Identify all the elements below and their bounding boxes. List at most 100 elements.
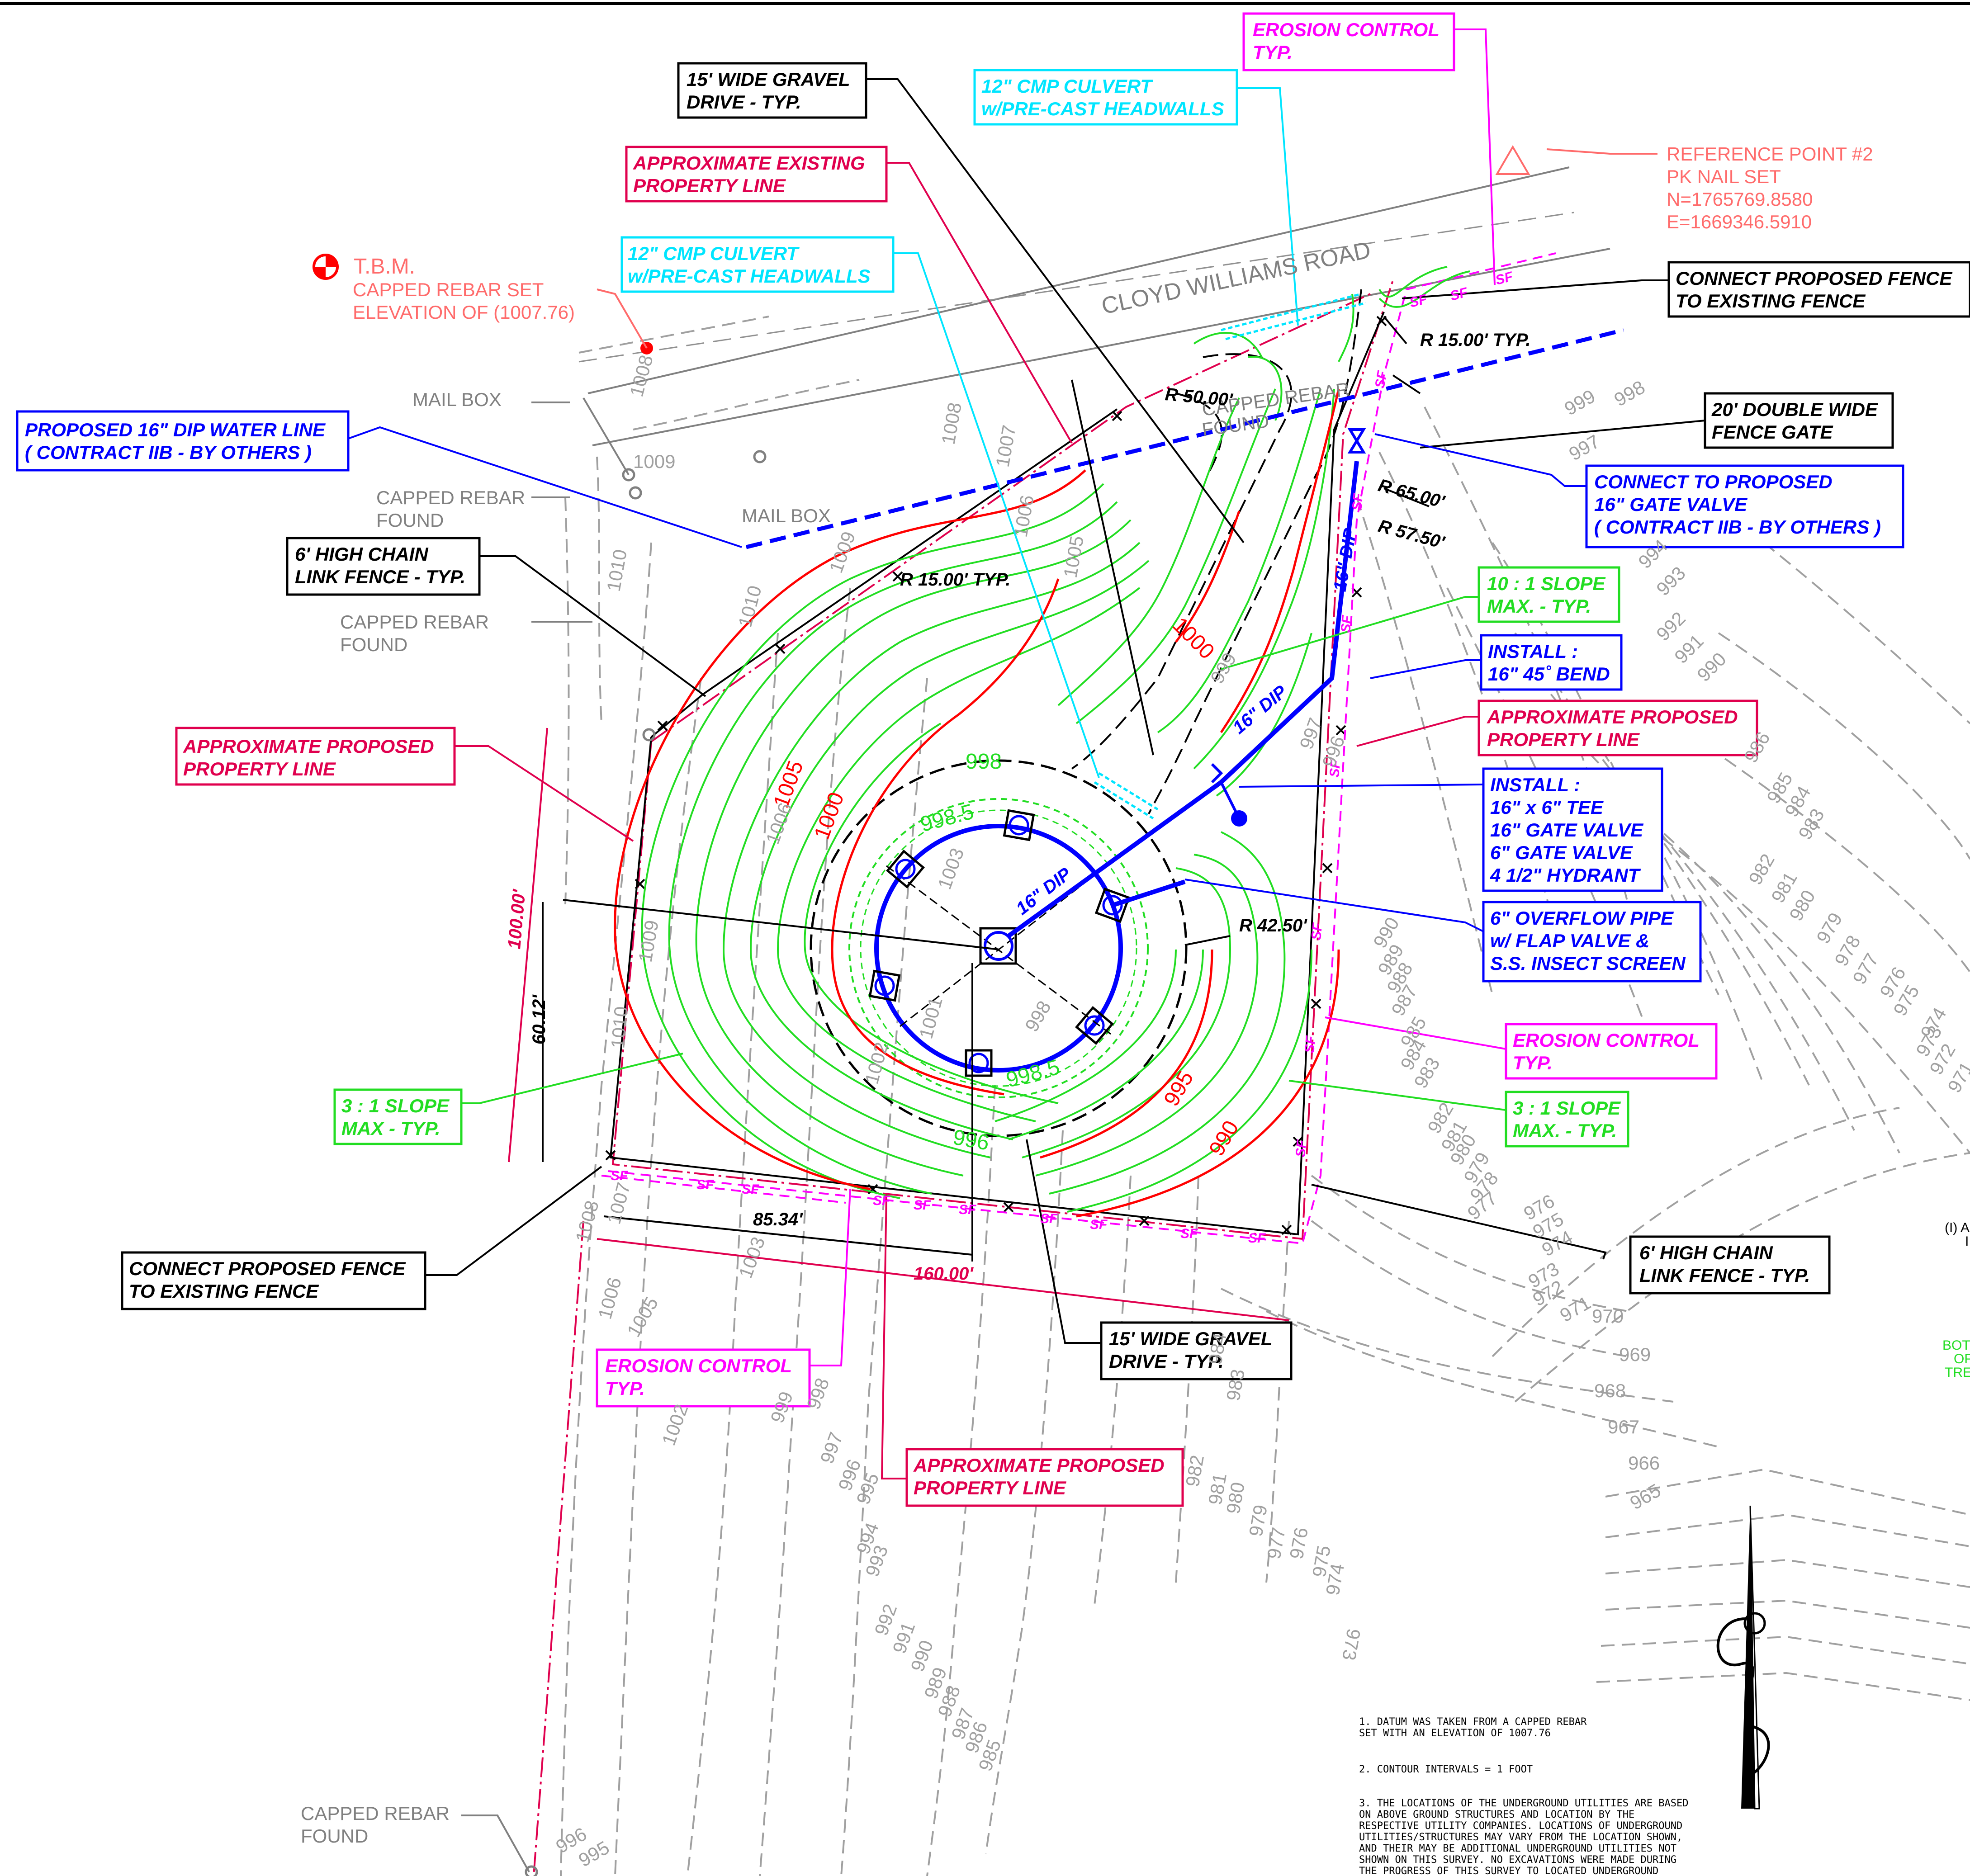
dim-60: 60.12' — [529, 994, 549, 1044]
erosion-top-l2: TYP. — [1253, 42, 1293, 63]
contour-label: 968 — [1594, 1380, 1626, 1401]
dim-160: 160.00' — [914, 1264, 974, 1284]
overflow-l1: 6" OVERFLOW PIPE — [1490, 907, 1674, 929]
ref-point-north: N=1765769.8580 — [1667, 189, 1813, 210]
note-3-line-7: THE PROGRESS OF THIS SURVEY TO LOCATED U… — [1359, 1866, 1658, 1876]
existing-prop-line-l1: APPROXIMATE EXISTING — [633, 152, 865, 174]
overflow-l2: w/ FLAP VALVE & — [1490, 930, 1649, 951]
chain-fence-left-l2: LINK FENCE - TYP. — [295, 566, 465, 587]
water-line-l1: PROPOSED 16" DIP WATER LINE — [25, 419, 326, 440]
contour-label: 998 — [966, 750, 1002, 774]
slope-3-right-l2: MAX. - TYP. — [1513, 1120, 1617, 1141]
chain-fence-right-l1: 6' HIGH CHAIN — [1639, 1242, 1773, 1263]
tee-l2: 16" x 6" TEE — [1490, 797, 1604, 818]
note-3-line-6: SHOWN ON THIS SURVEY. NO EXCAVATIONS WER… — [1359, 1854, 1676, 1866]
erosion-bottom-l2: TYP. — [605, 1378, 645, 1399]
dim-r57: R 57.50' — [1376, 516, 1447, 553]
prop-line-right-l1: APPROXIMATE PROPOSED — [1487, 706, 1738, 728]
contour-label: 997 — [1565, 430, 1603, 465]
dim-r15-top: R 15.00' TYP. — [1420, 330, 1530, 350]
capped-rebar-label-2b: FOUND — [340, 634, 407, 655]
survey-markers — [313, 145, 1530, 1876]
contour-label: 1010 — [607, 1006, 632, 1049]
slope-10-l1: 10 : 1 SLOPE — [1487, 573, 1606, 594]
tee-l4: 6" GATE VALVE — [1490, 842, 1634, 863]
edge-text: (I) A I BOTT OF TREN — [1942, 1220, 1970, 1380]
contour-label: 1008 — [938, 401, 966, 446]
proposed-contours-green — [641, 266, 1470, 1213]
gravel-drive-bottom-l1: 15' WIDE GRAVEL — [1109, 1328, 1273, 1349]
contour-label: 965 — [1626, 1479, 1664, 1514]
existing-prop-line-l2: PROPERTY LINE — [633, 175, 786, 196]
sf-tag: SF — [696, 1177, 714, 1192]
contour-998-5-ring — [848, 798, 1149, 1098]
contour-label: 998 — [1021, 997, 1055, 1035]
contour-label: 1002 — [658, 1401, 692, 1448]
road-and-survey-text: CLOYD WILLIAMS ROAD MAIL BOX MAIL BOX CA… — [301, 237, 1373, 1847]
benchmark-text: T.B.M. CAPPED REBAR SET ELEVATION OF (10… — [353, 143, 1873, 323]
contour-label: 1007 — [992, 423, 1020, 468]
bend-l1: INSTALL : — [1488, 641, 1578, 662]
prop-line-left-l1: APPROXIMATE PROPOSED — [183, 736, 434, 757]
tee-l3: 16" GATE VALVE — [1490, 819, 1644, 841]
ref-point-line-2: PK NAIL SET — [1667, 166, 1781, 187]
sf-tag: SF — [1293, 1139, 1309, 1158]
existing-contours — [560, 316, 1970, 1876]
callout-text: 15' WIDE GRAVEL DRIVE - TYP. APPROXIMATE… — [25, 19, 1953, 1498]
note-3-line-4: UTILITIES/STRUCTURES MAY VARY FROM THE L… — [1359, 1832, 1682, 1843]
contour-label: 982 — [1182, 1453, 1208, 1488]
contour-label: 1003 — [933, 845, 968, 892]
edge-text-b: I — [1965, 1234, 1969, 1249]
culverts — [1094, 293, 1366, 820]
edge-text-a: (I) A — [1945, 1220, 1970, 1235]
slope-3-left-l1: 3 : 1 SLOPE — [341, 1095, 450, 1116]
ref-point-east: E=1669346.5910 — [1667, 211, 1812, 232]
connect-fence-bottom-l2: TO EXISTING FENCE — [129, 1281, 319, 1302]
road-edges — [587, 166, 1610, 446]
contour-label: 1009 — [633, 451, 675, 472]
overflow-l3: S.S. INSECT SCREEN — [1490, 953, 1686, 974]
edge-bottom-c: TREN — [1945, 1365, 1970, 1380]
contour-label: 997 — [816, 1429, 847, 1466]
contour-label: 1006 — [594, 1275, 625, 1321]
general-notes: 1. DATUM WAS TAKEN FROM A CAPPED REBAR S… — [1359, 1716, 1688, 1876]
dim-r42: R 42.50' — [1239, 916, 1307, 936]
tbm-line-2: ELEVATION OF (1007.76) — [353, 302, 575, 323]
dimension-lines-red — [508, 728, 1289, 1321]
tbm-line-1: CAPPED REBAR SET — [353, 279, 544, 300]
contour-label: 998 — [1610, 376, 1648, 411]
dim-85: 85.34' — [753, 1210, 803, 1229]
prop-line-bottom-l2: PROPERTY LINE — [914, 1477, 1067, 1498]
chain-fence-left-l1: 6' HIGH CHAIN — [295, 543, 429, 565]
tank-piers — [868, 809, 1131, 1077]
contour-label: 982 — [1744, 850, 1779, 888]
contour-label: 966 — [1628, 1452, 1660, 1474]
water-line-contract-iib — [745, 328, 1624, 549]
sf-tag: SF — [1309, 922, 1325, 941]
connect-valve-l2: 16" GATE VALVE — [1594, 494, 1748, 515]
water-line-l2: ( CONTRACT IIB - BY OTHERS ) — [25, 442, 312, 463]
sf-tag: SF — [1180, 1226, 1198, 1241]
bend-l2: 16" 45˚ BEND — [1488, 663, 1610, 685]
mailbox-label-2: MAIL BOX — [742, 505, 831, 526]
leader-lines — [348, 28, 1705, 1872]
capped-rebar-label-4b: FOUND — [301, 1825, 368, 1847]
connect-valve-l3: ( CONTRACT IIB - BY OTHERS ) — [1594, 516, 1881, 538]
callout-boxes — [16, 12, 1970, 1507]
contour-label: 993 — [1652, 562, 1690, 600]
erosion-right-l2: TYP. — [1513, 1052, 1553, 1073]
note-3-line-2: ON ABOVE GROUND STRUCTURES AND LOCATION … — [1359, 1809, 1634, 1820]
sf-tag: SF — [1302, 1035, 1318, 1054]
connect-fence-top-l2: TO EXISTING FENCE — [1676, 290, 1866, 312]
connect-fence-bottom-l1: CONNECT PROPOSED FENCE — [129, 1258, 406, 1279]
prop-line-left-l2: PROPERTY LINE — [183, 758, 336, 780]
sf-tag: SF — [1408, 292, 1429, 311]
slope-3-right-l1: 3 : 1 SLOPE — [1513, 1097, 1621, 1119]
water-line-16-dip — [1007, 461, 1359, 938]
gate-l2: FENCE GATE — [1712, 421, 1834, 443]
sf-tag: SF — [1338, 614, 1354, 633]
slope-10-l2: MAX. - TYP. — [1487, 595, 1591, 617]
contour-label: 1006 — [1010, 493, 1038, 539]
erosion-bottom-l1: EROSION CONTROL — [605, 1355, 792, 1376]
